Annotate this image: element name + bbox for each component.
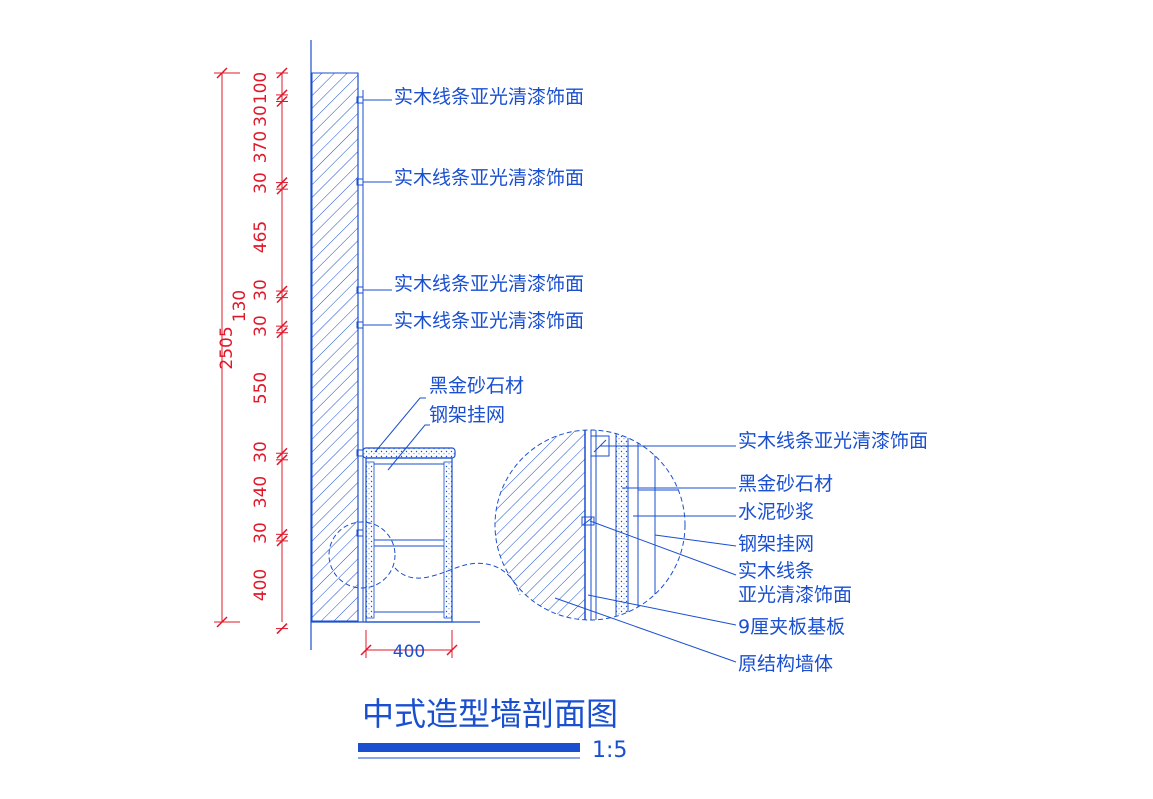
detail-label-6: 亚光清漆饰面 <box>738 584 852 606</box>
wood-strip-6 <box>356 529 364 537</box>
detail-label-7: 9厘夹板基板 <box>738 616 845 638</box>
segment-tick-13 <box>276 623 288 635</box>
detail-leader-7 <box>554 597 737 663</box>
detail-leader-4 <box>654 534 737 547</box>
width-dim-tick-left <box>360 644 372 656</box>
seg-text-100: 100 <box>251 72 271 104</box>
seg-text-370: 370 <box>251 131 271 163</box>
segment-tick-12 <box>276 535 288 547</box>
seg-text-30a: 30 <box>251 105 271 127</box>
detail-label-3: 水泥砂浆 <box>738 501 814 523</box>
detail-callout-large <box>494 429 686 621</box>
main-section: 实木线条亚光清漆饰面 实木线条亚光清漆饰面 实木线条亚光清漆饰面 实木线条亚光清… <box>310 40 584 650</box>
drawing-title: 中式造型墙剖面图 <box>362 695 618 733</box>
width-dim-text: 400 <box>393 642 425 662</box>
detail-enlargement: 实木线条亚光清漆饰面 黑金砂石材 水泥砂浆 钢架挂网 实木线条 亚光清漆饰面 9… <box>494 429 928 675</box>
seg-text-30d: 30 <box>251 315 271 337</box>
structural-wall <box>311 72 359 622</box>
seg-text-30b: 30 <box>251 172 271 194</box>
segment-tick-1 <box>276 89 288 101</box>
segment-tick-9 <box>276 447 288 459</box>
seg-text-30e: 30 <box>251 441 271 463</box>
segment-tick-7 <box>276 320 288 332</box>
cabinet-right-stone <box>443 461 453 619</box>
segment-tick-3 <box>276 177 288 189</box>
seg-text-465: 465 <box>251 221 271 253</box>
seg-text-130: 130 <box>230 290 250 322</box>
elev-label-3: 实木线条亚光清漆饰面 <box>394 273 584 295</box>
segment-tick-4 <box>276 183 288 195</box>
total-dim-tick-bottom <box>216 616 228 628</box>
detail-leader-5 <box>589 520 737 576</box>
elev-label-4: 实木线条亚光清漆饰面 <box>394 310 584 332</box>
total-dim-text: 2505 <box>217 326 237 369</box>
detail-leader-6 <box>587 594 737 626</box>
segment-tick-0 <box>276 67 288 79</box>
title-block: 中式造型墙剖面图 1:5 <box>358 695 627 763</box>
detail-label-1: 实木线条亚光清漆饰面 <box>738 430 928 452</box>
segment-tick-10 <box>276 454 288 466</box>
seg-text-30c: 30 <box>251 279 271 301</box>
dimensions: 2505 100 30 370 30 465 30 130 30 550 30 … <box>214 67 458 662</box>
segment-tick-8 <box>276 327 288 339</box>
segment-tick-2 <box>276 95 288 108</box>
detail-wood-strip-mid-diag <box>583 517 593 525</box>
segment-tick-6 <box>276 292 288 304</box>
cabinet-left-stone <box>365 461 375 619</box>
elev-label-2: 实木线条亚光清漆饰面 <box>394 167 584 189</box>
leader-5 <box>374 397 426 453</box>
seg-text-340: 340 <box>251 476 271 508</box>
seg-text-30f: 30 <box>251 522 271 544</box>
detail-label-8: 原结构墙体 <box>738 653 833 675</box>
stone-cabinet <box>362 447 456 623</box>
segment-tick-5 <box>276 285 288 297</box>
leader-6 <box>387 424 430 471</box>
detail-mortar-layer <box>627 430 639 620</box>
seg-text-400: 400 <box>251 569 271 601</box>
detail-callout-small <box>328 521 396 589</box>
detail-structural-wall <box>495 430 585 620</box>
width-dim-tick-right <box>446 644 458 656</box>
seg-text-550: 550 <box>251 372 271 404</box>
elev-label-1: 实木线条亚光清漆饰面 <box>394 86 584 108</box>
detail-stone-layer <box>615 430 629 620</box>
detail-label-4: 钢架挂网 <box>738 533 814 555</box>
segment-ticks <box>276 67 288 635</box>
detail-label-5: 实木线条 <box>738 560 814 582</box>
detail-label-2: 黑金砂石材 <box>738 473 833 495</box>
drawing-scale: 1:5 <box>592 738 627 763</box>
detail-connector <box>394 562 521 596</box>
detail-wood-strip-mid <box>581 516 595 526</box>
elev-label-6: 钢架挂网 <box>429 404 505 426</box>
elev-label-5: 黑金砂石材 <box>429 375 524 397</box>
title-underline-thick <box>358 743 580 752</box>
total-dim-tick-top <box>216 67 228 79</box>
segment-tick-11 <box>276 528 288 540</box>
